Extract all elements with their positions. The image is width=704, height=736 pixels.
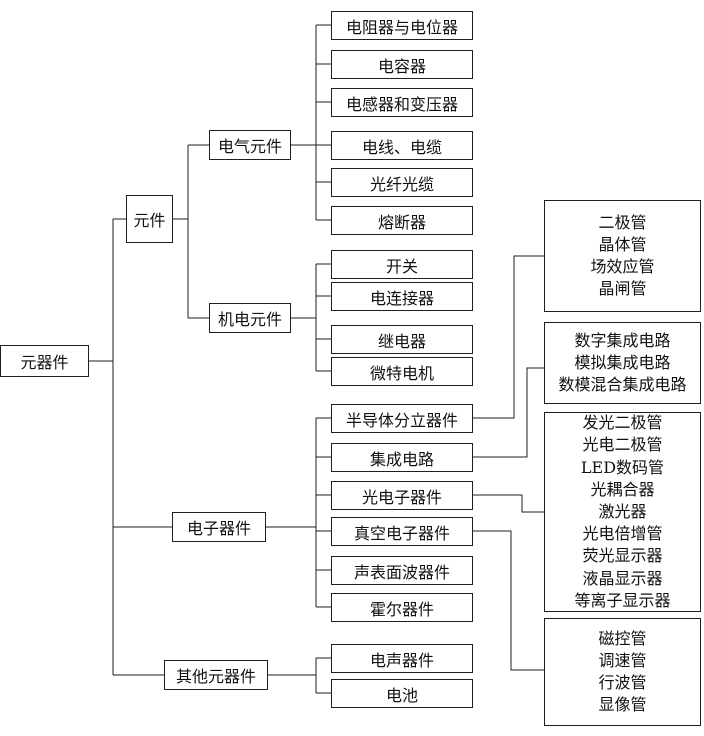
leaf-connector: 电连接器	[331, 282, 473, 311]
detail-item: 场效应管	[590, 257, 655, 276]
detail-item: 光耦合器	[590, 479, 655, 499]
leaf-micro-motor: 微特电机	[331, 357, 473, 386]
detail-item: 行波管	[598, 673, 647, 692]
connector-vacuum-detail	[473, 530, 544, 671]
leaf-vacuum-electronic: 真空电子器件	[331, 517, 473, 546]
node-mechatronic: 机电元件	[209, 303, 291, 333]
detail-item: 发光二极管	[582, 413, 663, 433]
detail-item: 晶闸管	[598, 279, 647, 299]
detail-item: 磁控管	[598, 628, 647, 648]
detail-item: 光电倍增管	[582, 524, 663, 544]
detail-item: 等离子显示器	[574, 590, 671, 610]
detail-item: 晶体管	[598, 234, 647, 254]
detail-item: 数模混合集成电路	[558, 375, 687, 395]
detail-item: 光电二极管	[582, 435, 663, 455]
root-node: 元器件	[0, 345, 89, 377]
leaf-inductor: 电感器和变压器	[331, 88, 473, 117]
leaf-optical-cable: 光纤光缆	[331, 168, 473, 197]
leaf-saw-device: 声表面波器件	[331, 556, 473, 585]
leaf-fuse: 熔断器	[331, 206, 473, 235]
node-other: 其他元器件	[164, 660, 268, 690]
connector-ic-detail	[473, 367, 544, 458]
leaf-semiconductor: 半导体分立器件	[331, 404, 473, 433]
detail-integrated-circuit: 数字集成电路 模拟集成电路 数模混合集成电路	[544, 322, 701, 404]
node-electronic: 电子器件	[172, 512, 266, 542]
leaf-hall-device: 霍尔器件	[331, 593, 473, 622]
detail-item: LED数码管	[580, 457, 665, 477]
detail-item: 荧光显示器	[582, 546, 663, 566]
leaf-switch: 开关	[331, 250, 473, 279]
connector-optoelectronic-detail	[473, 494, 544, 513]
leaf-integrated-circuit: 集成电路	[331, 443, 473, 472]
detail-item: 调速管	[598, 650, 647, 670]
detail-item: 二极管	[598, 212, 647, 232]
leaf-capacitor: 电容器	[331, 50, 473, 79]
detail-vacuum-electronic: 磁控管 调速管 行波管 显像管	[544, 618, 701, 726]
connector-semiconductor-detail	[473, 255, 544, 419]
detail-item: 数字集成电路	[574, 330, 671, 350]
node-electrical: 电气元件	[209, 130, 291, 160]
leaf-wire-cable: 电线、电缆	[331, 131, 473, 160]
leaf-relay: 继电器	[331, 325, 473, 354]
detail-optoelectronic: 发光二极管 光电二极管 LED数码管 光耦合器 激光器 光电倍增管 荧光显示器 …	[544, 412, 701, 612]
leaf-battery: 电池	[331, 679, 473, 708]
detail-item: 液晶显示器	[582, 568, 663, 588]
leaf-electroacoustic: 电声器件	[331, 644, 473, 673]
leaf-optoelectronic: 光电子器件	[331, 481, 473, 510]
detail-item: 激光器	[598, 501, 647, 521]
detail-semiconductor: 二极管 晶体管 场效应管 晶闸管	[544, 200, 701, 312]
node-components: 元件	[126, 195, 173, 243]
detail-item: 模拟集成电路	[574, 352, 671, 372]
leaf-resistor: 电阻器与电位器	[331, 11, 473, 40]
detail-item: 显像管	[598, 695, 647, 715]
